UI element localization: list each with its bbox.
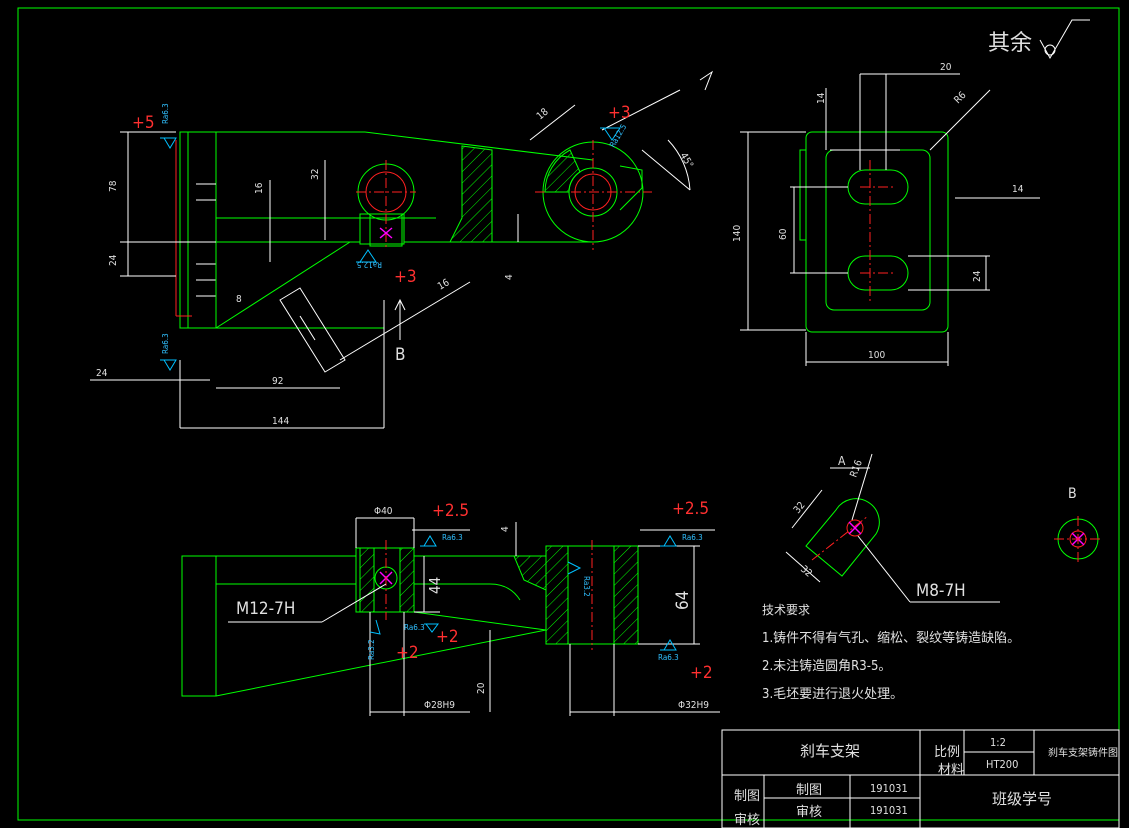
dim-phi28: Φ28H9	[424, 700, 455, 711]
detail-a-thread: M8-7H	[916, 581, 966, 601]
dim-78: 78	[108, 180, 119, 192]
detail-b: B	[1054, 486, 1102, 562]
sec-roughness-5: Ra6.3	[404, 623, 425, 632]
dim-60: 60	[778, 228, 789, 240]
surface-finish-note: 其余	[988, 19, 1090, 60]
sec-roughness-6: Ra6.3	[658, 653, 679, 662]
dim-r6: R6	[952, 90, 968, 106]
drawing-border	[17, 7, 1120, 821]
dim-20: 20	[940, 62, 952, 73]
roughness-3: Ra12.5	[357, 260, 382, 269]
dim-phi40: Φ40	[374, 506, 393, 517]
detail-a-label: A	[838, 454, 846, 468]
tol-plus5: +5	[132, 113, 155, 133]
part-name: 刹车支架	[800, 742, 860, 760]
dim-24: 24	[108, 254, 119, 266]
dim-64: 64	[673, 591, 693, 610]
sec-roughness-1: Ra6.3	[442, 533, 463, 542]
scale-label: 比例	[934, 745, 960, 760]
machining-symbol-icon	[1039, 19, 1090, 60]
dim-20s: 20	[476, 682, 487, 694]
thread-m12: M12-7H	[236, 599, 295, 619]
dim-18: 18	[535, 106, 551, 122]
tol-plus3-bottom: +3	[394, 267, 417, 287]
angle-45: 45°	[677, 151, 695, 170]
checked-date: 191031	[870, 804, 908, 817]
dim-14a: 14	[816, 92, 827, 104]
scale-value: 1:2	[990, 736, 1006, 749]
detail-b-label: B	[1068, 486, 1077, 502]
technical-notes: 技术要求 1.铸件不得有气孔、缩松、裂纹等铸造缺陷。 2.未注铸造圆角R3-5。…	[762, 603, 1020, 702]
class-id: 班级学号	[992, 790, 1052, 808]
dim-44: 44	[426, 577, 444, 594]
note-1: 1.铸件不得有气孔、缩松、裂纹等铸造缺陷。	[762, 630, 1020, 646]
dim-phi32: Φ32H9	[678, 700, 709, 711]
dim-8: 8	[236, 294, 242, 305]
dim-4s: 4	[500, 526, 511, 532]
dim-140: 140	[732, 225, 743, 242]
tol-2-b: +2	[396, 643, 419, 663]
tol-2-a: +2	[436, 627, 459, 647]
material-value: HT200	[986, 758, 1018, 771]
top-view: 20 14 R6 14 140 60 24 100	[732, 62, 1040, 366]
dim-24b: 24	[96, 368, 108, 379]
surface-finish-label: 其余	[988, 31, 1032, 56]
drawn-label: 制图	[734, 789, 760, 804]
dim-100: 100	[868, 350, 885, 361]
tol-plus3-top: +3	[608, 103, 631, 123]
detail-a: A R16 32 32 M8-7H	[785, 453, 1000, 603]
dim-16b: 16	[436, 277, 452, 292]
dim-144: 144	[272, 416, 289, 427]
roughness-4: Ra6.3	[161, 333, 170, 354]
material-label: 材料	[938, 763, 964, 778]
tol-25-right: +2.5	[672, 499, 709, 519]
drawn-date: 191031	[870, 782, 908, 795]
detail-a-r16: R16	[848, 458, 864, 479]
notes-title: 技术要求	[762, 603, 810, 617]
dim-4: 4	[504, 274, 515, 280]
drawn-by: 制图	[796, 783, 822, 798]
dim-14b: 14	[1012, 184, 1024, 195]
title-block: 刹车支架 比例 1:2 材料 HT200 刹车支架铸件图 制图 审核 制图 审核…	[721, 729, 1120, 828]
drawing-name: 刹车支架铸件图	[1048, 746, 1118, 759]
dim-92: 92	[272, 376, 283, 387]
tol-2-c: +2	[690, 663, 713, 683]
checked-label: 审核	[734, 813, 760, 828]
roughness-2: Ra12.5	[608, 123, 628, 149]
detail-a-32a: 32	[792, 500, 808, 516]
checked-by: 审核	[796, 805, 822, 820]
roughness-1: Ra6.3	[161, 103, 170, 124]
sec-roughness-3: Ra3.2	[582, 576, 591, 597]
view-label-b: B	[395, 345, 406, 365]
tol-25-left: +2.5	[432, 501, 469, 521]
detail-a-32b: 32	[798, 564, 814, 580]
sec-roughness-2: Ra6.3	[682, 533, 703, 542]
note-3: 3.毛坯要进行退火处理。	[762, 687, 903, 702]
section-view: Φ40 4 44 64 20 Φ28H9 Φ32H9 M12-7H +2.5 +…	[181, 499, 720, 716]
dim-16: 16	[254, 182, 265, 194]
main-view: 78 24 16 32 18 8 4 16 24 92 144 45° +5 +…	[90, 70, 714, 429]
note-2: 2.未注铸造圆角R3-5。	[762, 658, 891, 674]
dim-32: 32	[310, 169, 321, 180]
sec-roughness-4: Ra3.2	[367, 639, 376, 660]
dim-24t: 24	[972, 270, 983, 282]
